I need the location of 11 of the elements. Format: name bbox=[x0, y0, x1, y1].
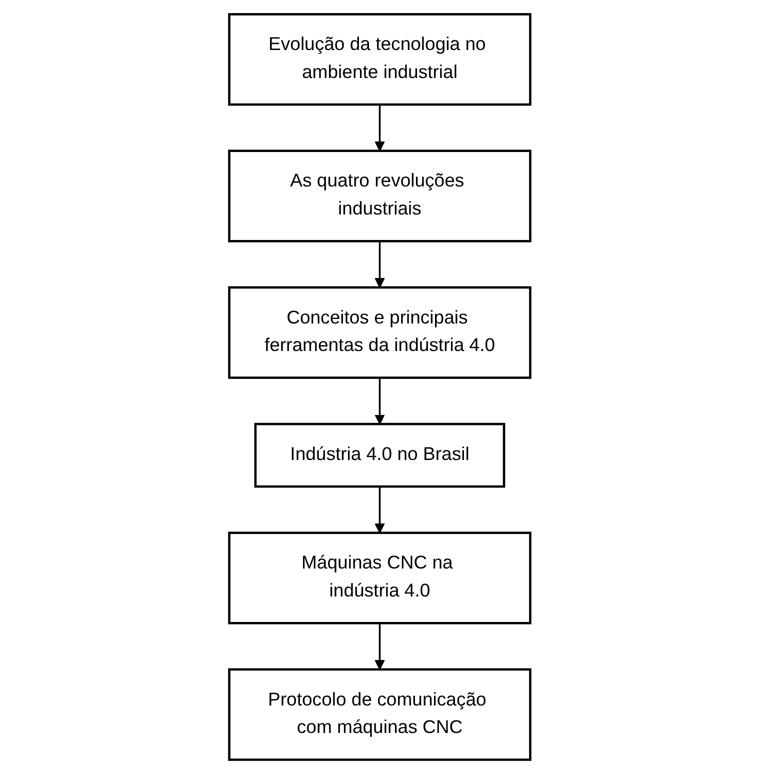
node-box: Evolução da tecnologia no ambiente industrial bbox=[228, 13, 532, 106]
node-box: Protocolo de comunicação com máquinas CNC bbox=[228, 668, 532, 761]
arrow bbox=[374, 623, 385, 670]
node-box: Conceitos e principais ferramentas da indústria 4.0 bbox=[228, 286, 532, 379]
node-box: As quatro revoluções industriais bbox=[228, 150, 532, 242]
arrow bbox=[374, 104, 385, 152]
node-box: Máquinas CNC na indústria 4.0 bbox=[228, 532, 532, 624]
arrow bbox=[374, 241, 385, 288]
arrow bbox=[374, 378, 385, 424]
node-box: Indústria 4.0 no Brasil bbox=[254, 422, 505, 488]
arrow bbox=[374, 486, 385, 534]
